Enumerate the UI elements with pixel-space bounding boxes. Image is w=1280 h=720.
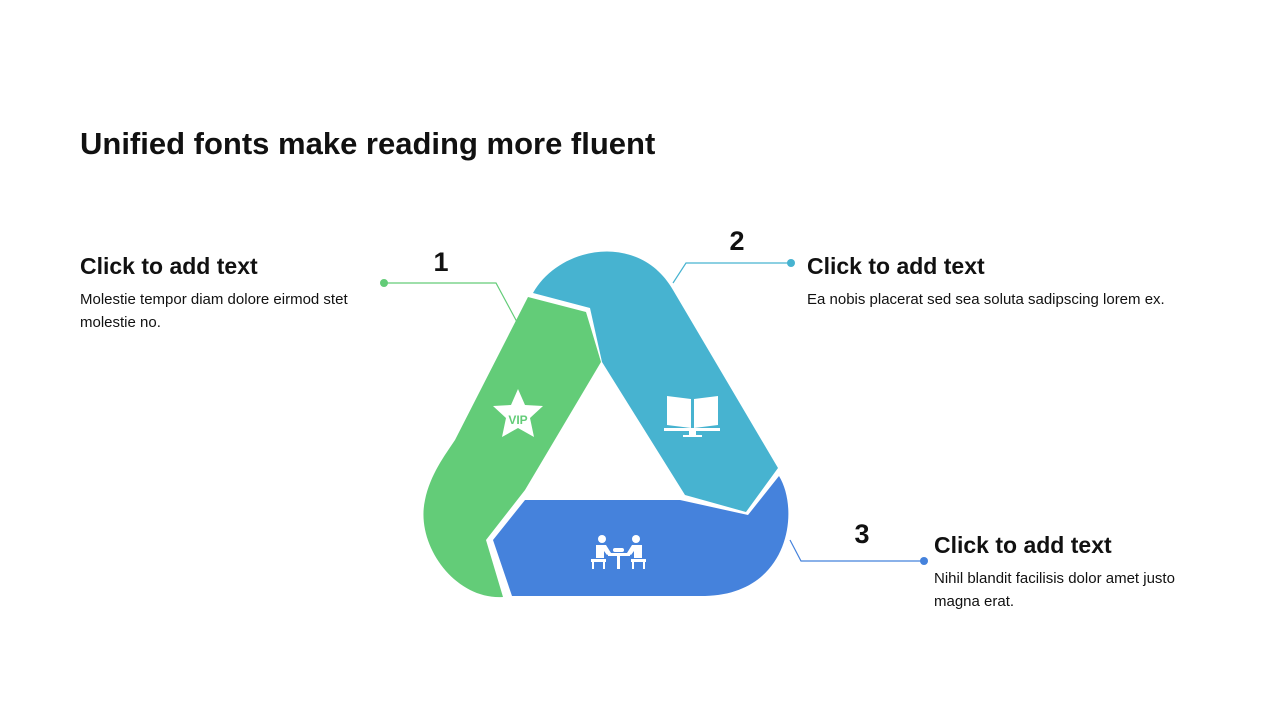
segment-number-2: 2 <box>729 226 745 256</box>
connector-2 <box>672 259 795 284</box>
segment-2-shape[interactable] <box>533 251 778 512</box>
text-block-heading[interactable]: Click to add text <box>934 532 1112 558</box>
text-block-body[interactable]: Nihil blandit facilisis dolor amet justo… <box>934 570 1175 610</box>
connector-3 <box>789 539 928 565</box>
text-block-1[interactable]: Click to add text Molestie tempor diam d… <box>80 251 370 334</box>
segment-3-shape[interactable] <box>493 476 789 596</box>
text-block-body[interactable]: Molestie tempor diam dolore eirmod stet … <box>80 291 348 331</box>
vip-label: VIP <box>508 413 527 427</box>
vip-star-icon: VIP <box>493 389 543 437</box>
segment-number-3: 3 <box>854 519 870 549</box>
connector-1 <box>380 279 518 323</box>
slide-title: Unified fonts make reading more fluent <box>80 126 656 161</box>
segment-1-shape[interactable] <box>423 297 601 598</box>
book-icon <box>664 396 720 437</box>
people-at-table-icon <box>591 535 646 569</box>
text-block-body[interactable]: Ea nobis placerat sed sea soluta sadipsc… <box>807 291 1165 308</box>
text-block-3[interactable]: Click to add text Nihil blandit facilisi… <box>934 530 1224 613</box>
text-block-heading[interactable]: Click to add text <box>80 253 258 279</box>
text-block-2[interactable]: Click to add text Ea nobis placerat sed … <box>807 251 1227 311</box>
segment-number-1: 1 <box>433 247 449 277</box>
text-block-heading[interactable]: Click to add text <box>807 253 985 279</box>
